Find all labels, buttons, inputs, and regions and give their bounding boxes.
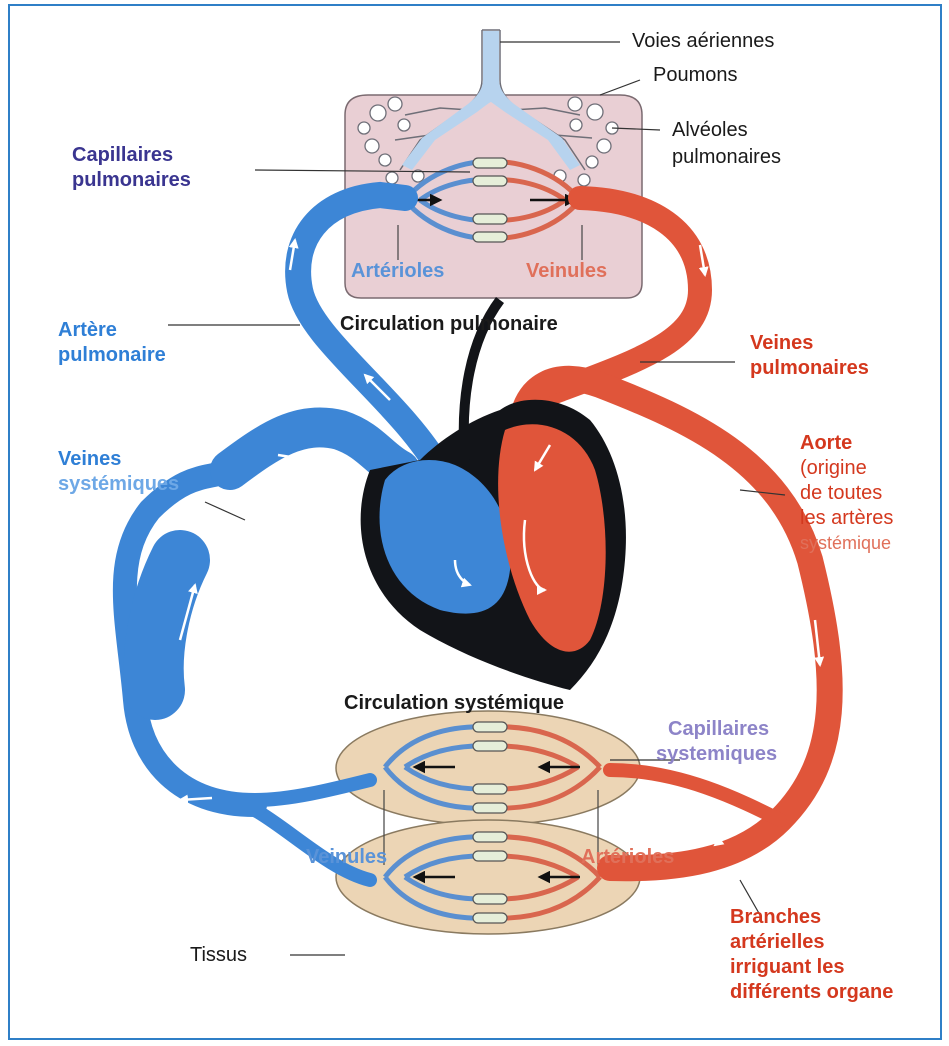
label-capillaires-syst-2: systemiques [656,743,777,766]
label-circulation-pulmonaire: Circulation pulmonaire [340,313,558,336]
label-arterioles-bottom: Artérioles [581,846,674,869]
label-branches-1: Branches [730,906,821,929]
label-capillaires-syst-1: Capillaires [668,718,769,741]
label-veines-syst-2: systémiques [58,473,179,496]
label-branches-3: irriguant les [730,956,844,979]
label-circulation-systemique: Circulation systémique [344,692,564,715]
label-aorte-2: (origine [800,457,867,480]
label-artere-pulm-1: Artère [58,319,117,342]
label-artere-pulm-2: pulmonaire [58,344,166,367]
heart [361,300,626,690]
label-aorte-4: les artères [800,507,893,530]
label-alveoles-2: pulmonaires [672,146,781,169]
label-alveoles-1: Alvéoles [672,119,748,142]
label-aorte-3: de toutes [800,482,882,505]
label-veinules-top: Veinules [526,260,607,283]
label-tissus: Tissus [190,944,247,967]
label-poumons: Poumons [653,64,738,87]
label-branches-4: différents organe [730,981,893,1004]
label-arterioles-top: Artérioles [351,260,444,283]
label-veines-syst-1: Veines [58,448,121,471]
label-branches-2: artérielles [730,931,825,954]
label-capillaires-pulm-2: pulmonaires [72,169,191,192]
label-veines-pulm-2: pulmonaires [750,357,869,380]
label-voies-aeriennes: Voies aériennes [632,30,774,53]
label-capillaires-pulm-1: Capillaires [72,144,173,167]
label-veinules-bottom: Veinules [306,846,387,869]
label-aorte-1: Aorte [800,432,852,455]
label-veines-pulm-1: Veines [750,332,813,355]
label-aorte-5: systémique [800,532,891,555]
